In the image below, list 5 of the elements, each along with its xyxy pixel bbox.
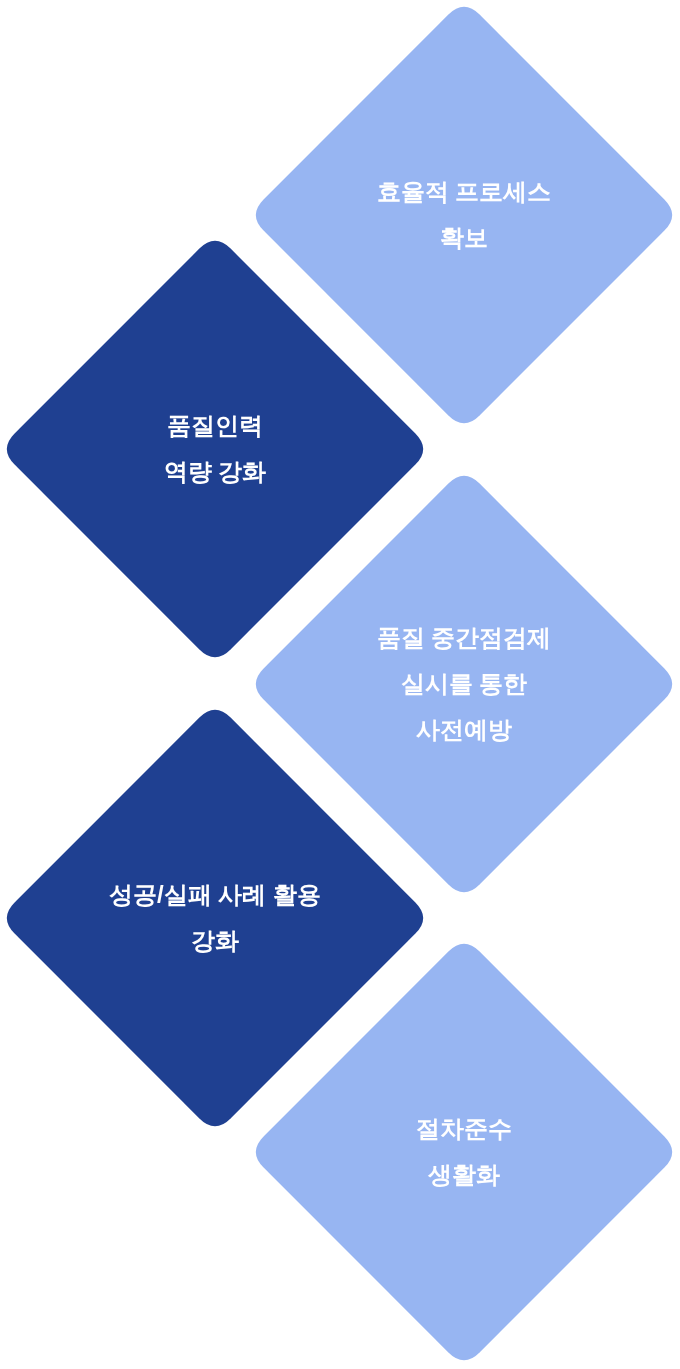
diamond-label: 효율적 프로세스 확보 xyxy=(375,177,553,253)
diamond-label: 품질 중간점검제 실시를 통한 사전예방 xyxy=(375,623,553,745)
diamond-label: 절차준수 생활화 xyxy=(415,1114,513,1190)
diamond-label: 품질인력 역량 강화 xyxy=(162,411,268,487)
diamond-label: 성공/실패 사례 활용 강화 xyxy=(108,880,322,956)
